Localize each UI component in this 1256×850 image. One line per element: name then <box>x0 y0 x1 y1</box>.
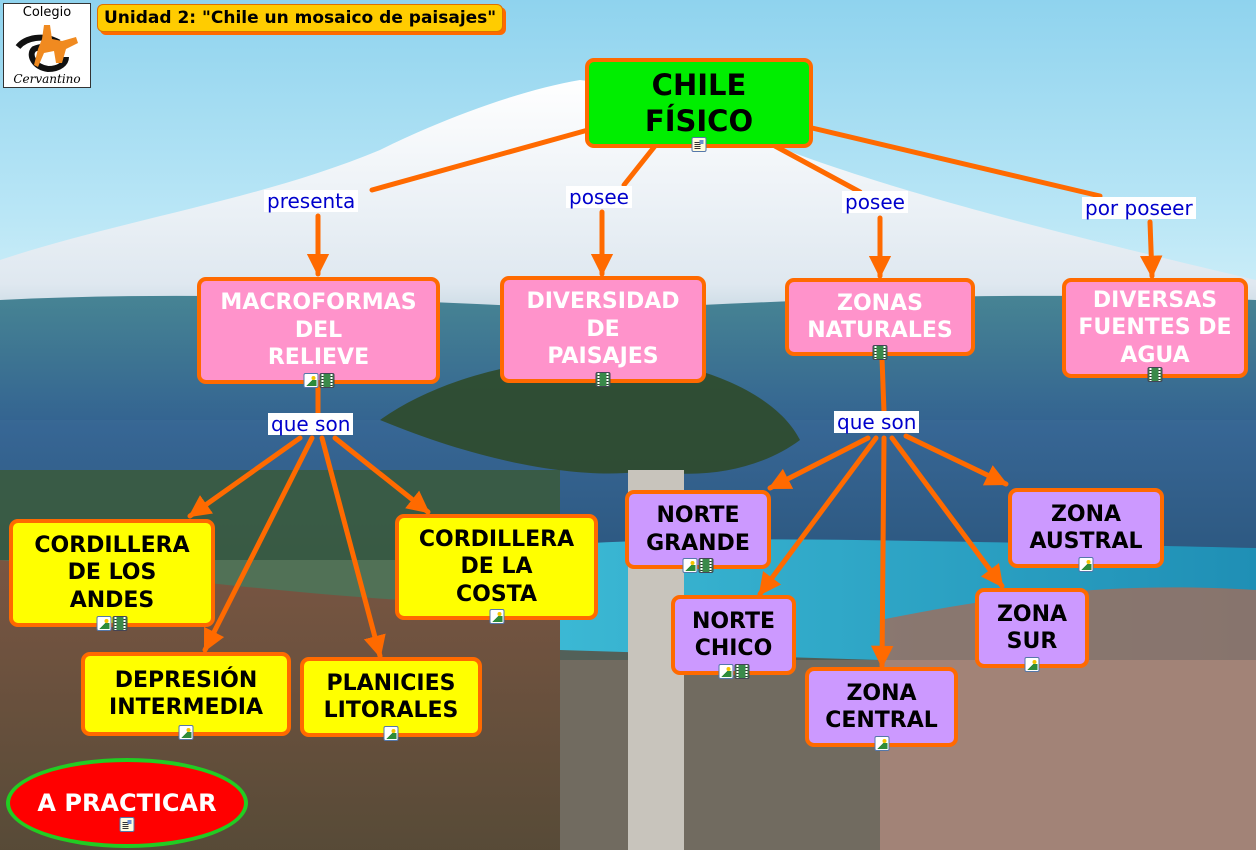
document-icon[interactable] <box>119 817 135 832</box>
arrow-to-costa <box>332 435 431 515</box>
node-depresion-intermedia[interactable]: DEPRESIÓN INTERMEDIA <box>81 652 291 740</box>
node-label: CORDILLERA DE LA COSTA <box>418 526 575 607</box>
node-cordillera-de-los-andes[interactable]: CORDILLERA DE LOS ANDES <box>9 519 215 631</box>
node-macroformas-del-relieve[interactable]: MACROFORMAS DEL RELIEVE <box>197 277 440 388</box>
node-diversas-fuentes-de-agua[interactable]: DIVERSAS FUENTES DE AGUA <box>1062 278 1248 382</box>
node-label: ZONAS NATURALES <box>807 290 953 344</box>
logo-top-text: Colegio <box>22 5 72 20</box>
video-icon[interactable] <box>872 345 888 360</box>
video-icon[interactable] <box>319 373 334 388</box>
link-root-posee-1 <box>621 143 658 188</box>
image-icon[interactable] <box>874 736 889 751</box>
arrow-to-agua <box>1140 219 1163 279</box>
arrow-to-norte-grande <box>767 435 871 491</box>
practice-button[interactable]: A PRACTICAR <box>6 758 248 848</box>
link-label-posee-2: posee <box>842 191 908 213</box>
document-icon[interactable] <box>691 137 707 152</box>
link-label-que-son-2: que son <box>834 411 920 433</box>
node-label: DEPRESIÓN INTERMEDIA <box>109 667 263 721</box>
node-norte-chico[interactable]: NORTE CHICO <box>671 595 796 679</box>
node-label: MACROFORMAS DEL RELIEVE <box>220 290 417 371</box>
image-icon[interactable] <box>96 616 112 631</box>
node-zona-sur[interactable]: ZONA SUR <box>975 588 1089 672</box>
node-label: NORTE GRANDE <box>646 503 750 556</box>
image-icon[interactable] <box>682 558 698 573</box>
link-label-presenta: presenta <box>264 190 359 212</box>
video-icon[interactable] <box>112 616 128 631</box>
node-norte-grande[interactable]: NORTE GRANDE <box>625 490 771 573</box>
video-icon[interactable] <box>698 558 714 573</box>
video-icon[interactable] <box>595 372 611 387</box>
node-label: CHILE FÍSICO <box>644 67 754 138</box>
node-label: ZONA CENTRAL <box>825 680 938 734</box>
node-label: ZONA AUSTRAL <box>1029 501 1143 555</box>
image-icon[interactable] <box>383 726 399 741</box>
node-zonas-naturales[interactable]: ZONAS NATURALES <box>785 278 975 360</box>
arrow-to-austral <box>903 433 1009 487</box>
arrow-to-depresion <box>202 435 315 653</box>
link-label-posee-1: posee <box>566 186 632 208</box>
link-zonas-queson <box>879 355 887 415</box>
link-root-posee-2 <box>772 143 863 195</box>
arrow-to-central <box>870 435 894 669</box>
node-label: DIVERSAS FUENTES DE AGUA <box>1078 287 1232 368</box>
node-diversidad-de-paisajes[interactable]: DIVERSIDAD DE PAISAJES <box>500 276 706 387</box>
arrow-to-andes <box>187 435 303 519</box>
link-root-por-poseer <box>809 125 1103 199</box>
node-label: NORTE CHICO <box>691 608 776 662</box>
node-label: PLANICIES LITORALES <box>323 670 459 724</box>
image-icon[interactable] <box>718 664 733 679</box>
arrow-to-planicies <box>319 435 386 659</box>
video-icon[interactable] <box>734 664 749 679</box>
horse-rider-icon <box>15 25 78 73</box>
unit-title: Unidad 2: "Chile un mosaico de paisajes" <box>97 4 504 32</box>
arrow-to-norte-chico <box>757 435 879 597</box>
image-icon[interactable] <box>178 725 194 740</box>
link-label-por-poseer: por poseer <box>1082 197 1196 219</box>
practice-button-label: A PRACTICAR <box>37 789 217 817</box>
node-label: CORDILLERA DE LOS ANDES <box>34 532 190 613</box>
node-zona-central[interactable]: ZONA CENTRAL <box>805 667 958 751</box>
logo-bottom-text: Cervantino <box>13 72 81 86</box>
node-label: ZONA SUR <box>996 601 1068 655</box>
link-label-que-son-1: que son <box>268 413 354 435</box>
image-icon[interactable] <box>303 373 318 388</box>
image-icon[interactable] <box>489 609 504 624</box>
image-icon[interactable] <box>1078 557 1094 572</box>
image-icon[interactable] <box>1024 657 1040 672</box>
arrow-to-sur <box>889 435 1005 589</box>
node-zona-austral[interactable]: ZONA AUSTRAL <box>1008 488 1164 572</box>
link-root-presenta <box>369 127 591 193</box>
node-cordillera-de-la-costa[interactable]: CORDILLERA DE LA COSTA <box>395 514 598 624</box>
node-label: DIVERSIDAD DE PAISAJES <box>526 289 680 370</box>
school-logo: Colegio Cervantino <box>3 3 91 88</box>
node-chile-fisico[interactable]: CHILE FÍSICO <box>585 58 813 152</box>
video-icon[interactable] <box>1147 367 1163 382</box>
node-planicies-litorales[interactable]: PLANICIES LITORALES <box>300 657 482 741</box>
